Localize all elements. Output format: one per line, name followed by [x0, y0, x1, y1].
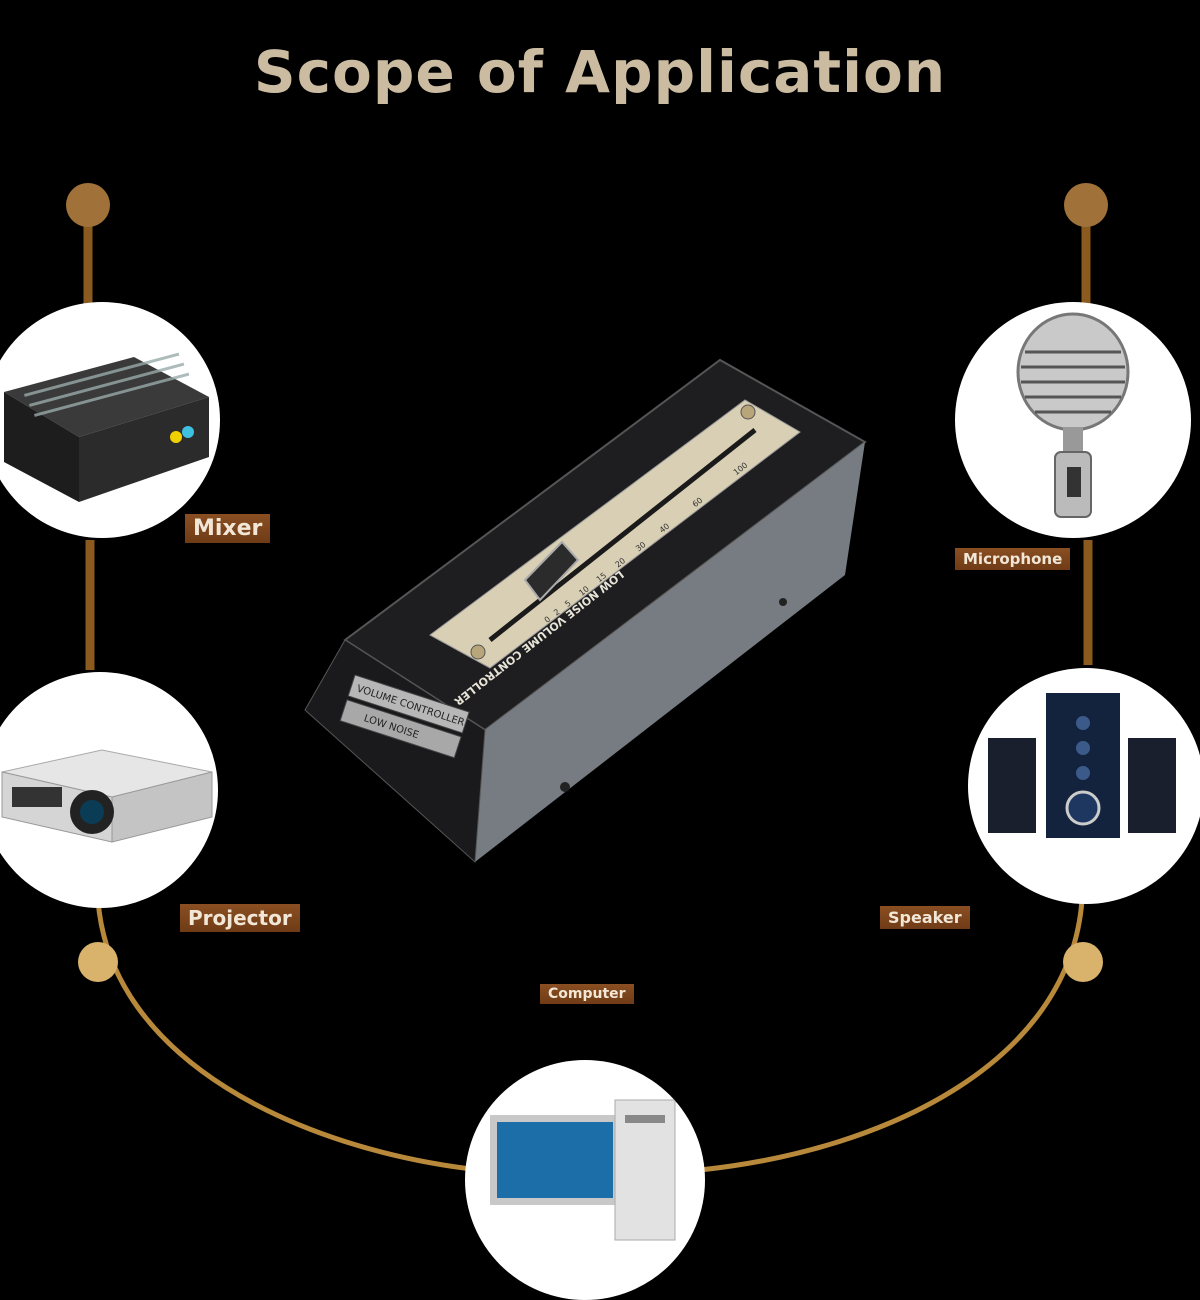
scale-label-5: 5 — [563, 599, 573, 609]
scale-label-2: 2 — [552, 607, 562, 617]
projector-tag: Projector — [180, 904, 300, 932]
left-bottom-node — [78, 942, 118, 982]
projector-image — [0, 672, 218, 908]
scale-label-0: 0 — [543, 615, 553, 625]
computer-tag: Computer — [540, 984, 634, 1004]
computer-image — [465, 1060, 705, 1300]
fader-knob — [523, 540, 580, 602]
screw-icon — [740, 404, 756, 420]
speaker-icon — [988, 693, 1176, 838]
type-label-plate — [347, 674, 470, 734]
mixer-icon — [4, 352, 209, 502]
fader-track — [488, 428, 757, 642]
mixer-tag: Mixer — [185, 514, 271, 543]
jack-icon — [560, 782, 570, 792]
timeline-graphic — [66, 183, 1108, 1173]
microphone-tag: Microphone — [955, 548, 1071, 570]
left-top-node — [66, 183, 110, 227]
computer-icon — [490, 1099, 676, 1241]
mixer-image — [0, 302, 220, 538]
jack-icon — [779, 598, 787, 606]
noise-label-plate — [339, 699, 462, 759]
right-bottom-arc — [699, 899, 1085, 1173]
page-title: Scope of Application — [253, 38, 947, 106]
microphone-image — [955, 302, 1191, 538]
controller-side-face — [475, 442, 865, 862]
projector-icon — [1, 749, 213, 843]
speaker-image — [968, 668, 1200, 904]
screw-icon — [470, 644, 486, 660]
microphone-icon — [1016, 312, 1130, 518]
speaker-tag: Speaker — [880, 906, 970, 929]
right-top-node — [1064, 183, 1108, 227]
left-bottom-arc — [95, 899, 481, 1173]
right-bottom-node — [1063, 942, 1103, 982]
volume-controller-product: 0 2 5 10 15 20 30 40 60 100 LOW NOISE VO… — [304, 358, 867, 864]
